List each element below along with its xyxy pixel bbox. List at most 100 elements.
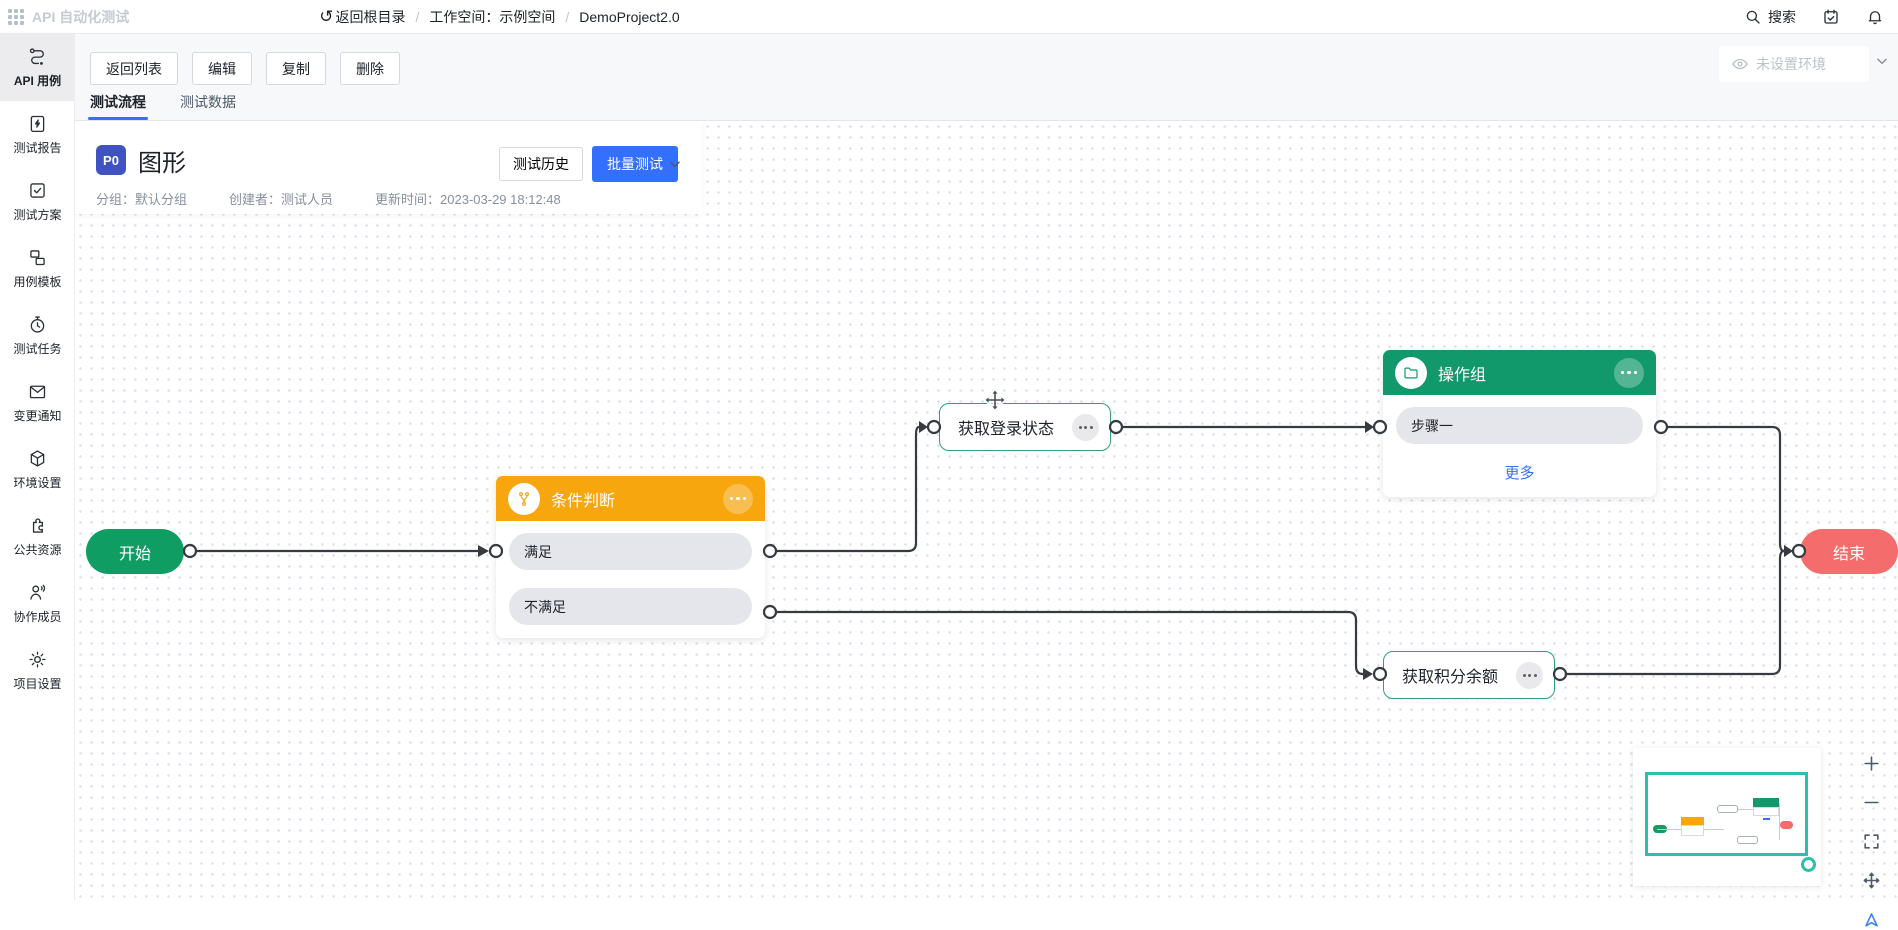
sidebar-item-label: 环境设置 — [13, 476, 62, 490]
zoom-in-button[interactable] — [1860, 752, 1882, 774]
folder-icon — [1395, 356, 1427, 389]
flow-node-start[interactable]: 开始 — [86, 529, 184, 574]
env-settings-icon — [30, 450, 45, 467]
api-case-icon — [29, 48, 44, 65]
flow-node-get-points-balance[interactable]: 获取积分余额 — [1383, 651, 1555, 699]
sidebar-item-project-settings[interactable]: 项目设置 — [0, 637, 75, 704]
fit-screen-button[interactable] — [1860, 830, 1882, 852]
minimap-points-node — [1737, 836, 1758, 844]
sidebar-item-api-cases[interactable]: API 用例 — [0, 34, 75, 101]
sidebar-item-case-template[interactable]: 用例模板 — [0, 235, 75, 302]
sidebar-item-label: 测试方案 — [13, 208, 62, 222]
copy-button[interactable]: 复制 — [266, 52, 326, 85]
tab-test-data[interactable]: 测试数据 — [180, 94, 236, 110]
minimap-resize-handle[interactable] — [1801, 857, 1816, 872]
sidebar-item-label: 用例模板 — [13, 275, 62, 289]
shared-resource-icon — [32, 518, 43, 533]
sidebar-item-shared-resource[interactable]: 公共资源 — [0, 503, 75, 570]
search-icon — [1746, 10, 1760, 24]
back-to-list-button[interactable]: 返回列表 — [90, 52, 178, 85]
chevron-down-icon[interactable] — [668, 157, 682, 171]
sidebar-item-label: 协作成员 — [13, 610, 62, 624]
edit-button[interactable]: 编辑 — [192, 52, 252, 85]
branch-icon — [508, 482, 540, 515]
calendar-check-icon[interactable] — [1822, 8, 1840, 26]
sidebar-item-env-settings[interactable]: 环境设置 — [0, 436, 75, 503]
branch-row-unsatisfied[interactable]: 不满足 — [509, 588, 752, 625]
group-node-header: 操作组 — [1383, 350, 1656, 395]
sidebar-item-test-plan[interactable]: 测试方案 — [0, 168, 75, 235]
sidebar: API 用例 测试报告 测试方案 用例模板 测试任务 变更通知 环境设置 公共资… — [0, 34, 75, 900]
move-cursor-icon — [984, 389, 1006, 411]
locate-button[interactable] — [1860, 908, 1882, 930]
change-notice-icon — [29, 385, 46, 399]
search-button[interactable]: 搜索 — [1744, 7, 1796, 27]
group-node-title: 操作组 — [1438, 366, 1487, 384]
sidebar-item-test-report[interactable]: 测试报告 — [0, 101, 75, 168]
test-plan-icon — [30, 183, 45, 198]
sidebar-item-members[interactable]: 协作成员 — [0, 570, 75, 637]
batch-test-button[interactable]: 批量测试 — [592, 146, 678, 182]
workspace-link[interactable]: 工作空间：示例空间 — [429, 8, 556, 25]
header-strip: 返回列表 编辑 复制 删除 未设置环境 测试流程 测试数据 — [75, 34, 1898, 121]
flow-node-end[interactable]: 结束 — [1800, 529, 1898, 574]
delete-button[interactable]: 删除 — [340, 52, 400, 85]
pan-button[interactable] — [1860, 869, 1882, 891]
sidebar-item-label: 测试报告 — [13, 141, 62, 155]
more-steps-link[interactable]: 更多 — [1504, 465, 1535, 482]
case-tabs: 测试流程 测试数据 — [88, 92, 236, 120]
members-icon — [30, 584, 46, 600]
minimap-end-node — [1780, 821, 1793, 829]
sidebar-item-label: 公共资源 — [13, 543, 62, 557]
tab-test-flow[interactable]: 测试流程 — [88, 92, 148, 120]
notification-bell-icon[interactable] — [1866, 8, 1884, 26]
condition-node-header: 条件判断 — [496, 476, 765, 521]
step-row-one[interactable]: 步骤一 — [1396, 407, 1643, 444]
undo-icon: ↺ — [319, 6, 334, 26]
test-task-icon — [30, 316, 45, 333]
back-root-link[interactable]: ↺ 返回根目录 — [319, 6, 406, 26]
app-launcher-icon[interactable] — [8, 8, 24, 25]
case-meta: 分组：默认分组 创建者：测试人员 更新时间：2023-03-29 18:12:4… — [96, 189, 561, 208]
test-history-button[interactable]: 测试历史 — [499, 147, 583, 181]
flow-node-operation-group[interactable]: 操作组 步骤一 更多 — [1383, 350, 1656, 497]
minimap-more-link — [1763, 818, 1770, 820]
flow-node-get-login-status[interactable]: 获取登录状态 — [939, 403, 1111, 451]
flow-canvas[interactable] — [75, 121, 1898, 900]
more-actions-button[interactable] — [723, 483, 753, 514]
minimap[interactable] — [1633, 748, 1821, 886]
more-actions-button[interactable] — [1614, 357, 1644, 388]
topbar: API 自动化测试 ↺ 返回根目录 / 工作空间：示例空间 / DemoProj… — [0, 0, 1898, 34]
sidebar-item-test-task[interactable]: 测试任务 — [0, 302, 75, 369]
zoom-out-button[interactable] — [1860, 791, 1882, 813]
zoom-controls — [1851, 752, 1891, 930]
more-actions-button[interactable] — [1516, 661, 1543, 689]
flow-node-condition[interactable]: 条件判断 满足 不满足 — [496, 476, 765, 638]
minimap-viewport[interactable] — [1645, 772, 1808, 856]
project-settings-icon — [29, 651, 46, 668]
sidebar-item-label: 变更通知 — [13, 409, 62, 423]
more-actions-button[interactable] — [1072, 413, 1099, 441]
case-group: 分组：默认分组 — [96, 192, 188, 207]
sidebar-item-label: 测试任务 — [13, 342, 62, 356]
minimap-login-node — [1717, 805, 1738, 813]
case-toolbar: 返回列表 编辑 复制 删除 — [90, 52, 400, 85]
app-title: API 自动化测试 — [32, 8, 130, 25]
environment-select-value: 未设置环境 — [1756, 56, 1826, 72]
case-updated: 更新时间：2023-03-29 18:12:48 — [375, 192, 561, 207]
test-report-icon — [30, 115, 45, 133]
sidebar-item-label: API 用例 — [13, 74, 62, 88]
project-link[interactable]: DemoProject2.0 — [579, 8, 680, 25]
environment-select[interactable]: 未设置环境 — [1719, 46, 1869, 82]
sidebar-item-change-notice[interactable]: 变更通知 — [0, 369, 75, 436]
case-template-icon — [30, 250, 45, 266]
branch-row-satisfied[interactable]: 满足 — [509, 533, 752, 570]
chevron-down-icon[interactable] — [1875, 54, 1889, 68]
sidebar-item-label: 项目设置 — [13, 677, 62, 691]
priority-badge: P0 — [96, 145, 126, 175]
eye-icon — [1732, 58, 1748, 70]
case-info-card: P0 图形 测试历史 批量测试 分组：默认分组 创建者：测试人员 更新时间：20… — [75, 121, 702, 214]
case-title: 图形 — [138, 150, 186, 177]
case-creator: 创建者：测试人员 — [229, 192, 334, 207]
condition-node-title: 条件判断 — [551, 492, 616, 510]
